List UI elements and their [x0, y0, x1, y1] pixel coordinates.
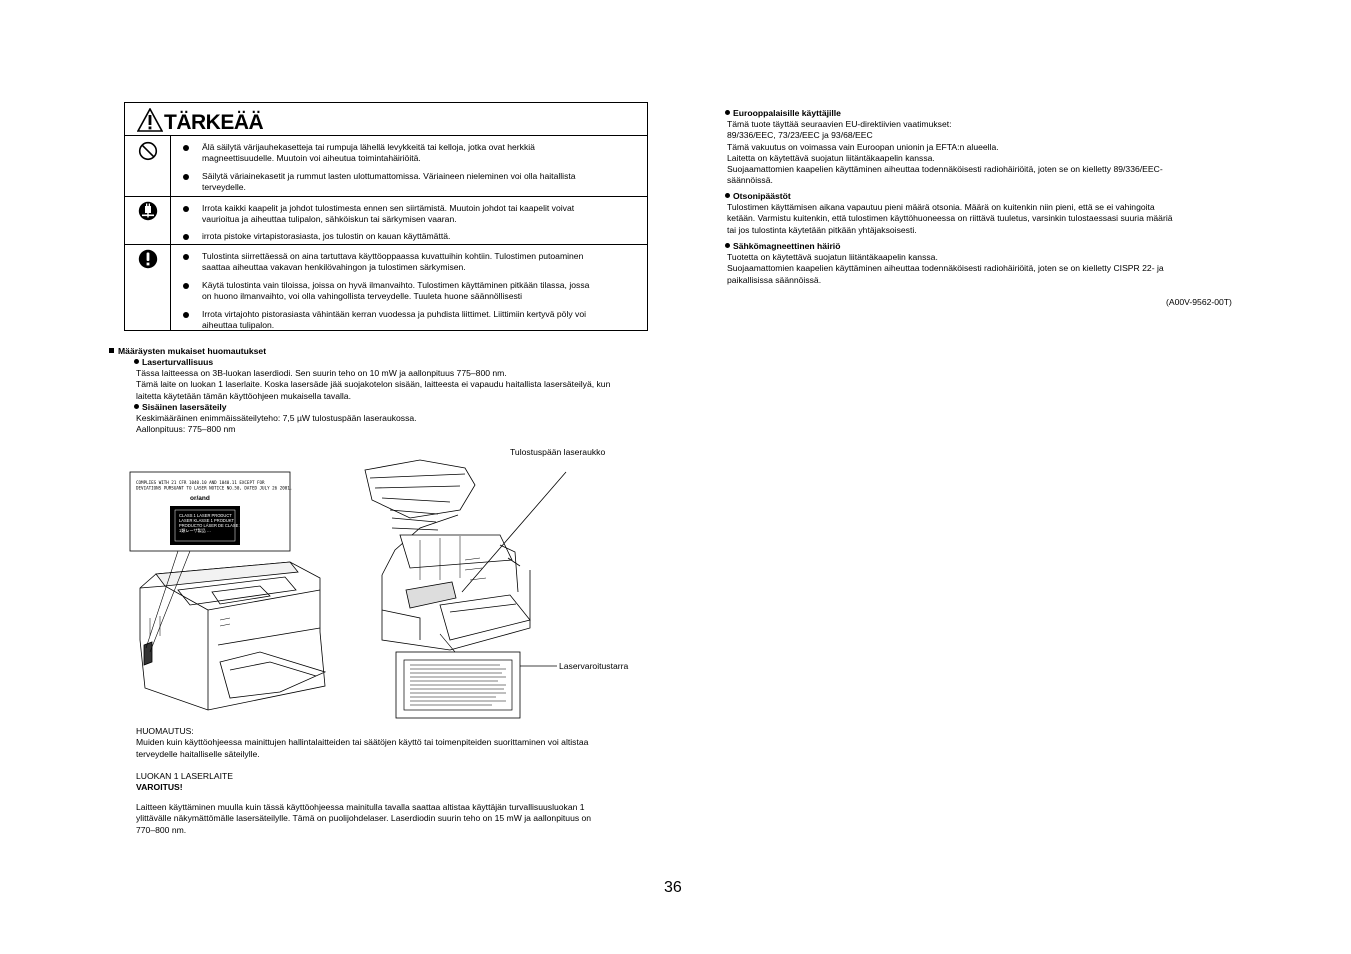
internal-radiation-heading: Sisäinen lasersäteily — [134, 402, 227, 413]
note-heading: HUOMAUTUS: — [136, 726, 194, 736]
warning-text-line: terveydelle. — [202, 182, 246, 193]
compliance-label: COMPLIES WITH 21 CFR 1040.10 AND 1040.11… — [129, 471, 292, 653]
warning-text-line: aiheuttaa tulipalon. — [202, 320, 275, 331]
warning-text-line: Tulostinta siirrettäessä on aina tartutt… — [202, 251, 584, 261]
warning-title: TÄRKEÄÄ — [164, 111, 264, 134]
class1-warning-label: VAROITUS! — [136, 782, 183, 793]
class1-text: Laitteen käyttäminen muulla kuin tässä k… — [136, 802, 592, 835]
warning-item: Säilytä väriainekasetit ja rummut lasten… — [183, 171, 633, 194]
no-symbol-icon — [138, 141, 158, 161]
document-code: (A00V-9562-00T) — [1166, 297, 1232, 307]
class-text-line: PRODUCTO LÁSER DE CLASE 1 — [179, 523, 242, 528]
class-text-line: CLASS 1 LASER PRODUCT — [179, 513, 232, 518]
comply-text-line: DEVIATIONS PURSUANT TO LASER NOTICE NO.5… — [136, 486, 292, 491]
warning-text-line: irrota pistoke virtapistorasiasta, jos t… — [202, 231, 451, 241]
warning-item: Käytä tulostinta vain tiloissa, joissa o… — [183, 280, 633, 303]
warning-text-line: Irrota virtajohto pistorasiasta vähintää… — [202, 309, 587, 319]
warning-icon-cell — [125, 197, 171, 244]
page-number: 36 — [664, 879, 682, 896]
warning-item: Irrota kaikki kaapelit ja johdot tulosti… — [183, 203, 633, 226]
regulations-heading: Määräysten mukaiset huomautukset — [109, 346, 266, 357]
warning-text-line: saattaa aiheuttaa vakavan henkilövahingo… — [202, 262, 466, 273]
warning-row-handling: Tulostinta siirrettäessä on aina tartutt… — [125, 245, 647, 331]
unplug-icon — [138, 201, 158, 221]
emc-text: Tuotetta on käytettävä suojatun liitäntä… — [727, 252, 1164, 285]
warning-text-line: Käytä tulostinta vain tiloissa, joissa o… — [202, 280, 590, 290]
warning-text-line: on huono ilmanvaihto, voi olla vahingoll… — [202, 291, 523, 302]
warning-text-line: Älä säilytä värijauhekasetteja tai rumpu… — [202, 142, 535, 152]
comply-text-line: COMPLIES WITH 21 CFR 1040.10 AND 1040.11… — [136, 480, 265, 485]
warning-icon-cell — [125, 136, 171, 196]
or-and-text: or/and — [190, 495, 210, 502]
warning-icon-cell — [125, 245, 171, 331]
warning-text-line: vaurioitua ja aiheuttaa tulipalon, sähkö… — [202, 214, 457, 225]
warning-text-line: magneettisuudelle. Muutoin voi aiheutua … — [202, 153, 421, 164]
laser-safety-text: Tässa laitteessa on 3B-luokan laserdiodi… — [136, 368, 611, 401]
aperture-callout: Tulostuspään laseraukko — [510, 447, 605, 457]
printer-line-drawing: COMPLIES WITH 21 CFR 1040.10 AND 1040.11… — [129, 447, 628, 719]
eu-text: Tämä tuote täyttää seuraavien EU-direkti… — [727, 119, 1163, 186]
class-text-line: LASER KLASSE 1 PRODUKT — [179, 518, 235, 523]
label-callout: Laservaroitustarra — [559, 661, 628, 671]
warning-item: Irrota virtajohto pistorasiasta vähintää… — [183, 309, 633, 332]
ozone-heading: Otsonipäästöt — [725, 191, 791, 202]
internal-radiation-text: Keskimääräinen enimmäissäteilyteho: 7,5 … — [136, 413, 417, 435]
warning-header: TÄRKEÄÄ — [125, 103, 647, 136]
warning-item: irrota pistoke virtapistorasiasta, jos t… — [183, 231, 633, 242]
emc-heading: Sähkömagneettinen häiriö — [725, 241, 840, 252]
laser-warning-label — [395, 633, 557, 719]
warning-item: Tulostinta siirrettäessä on aina tartutt… — [183, 251, 633, 274]
warning-table: TÄRKEÄÄ Älä säilytä värijauhekasetteja t… — [124, 102, 648, 331]
printer-illustration: COMPLIES WITH 21 CFR 1040.10 AND 1040.11… — [120, 440, 680, 730]
warning-text-line: Säilytä väriainekasetit ja rummut lasten… — [202, 171, 576, 181]
warning-triangle-icon — [137, 108, 163, 132]
warning-row-storage: Älä säilytä värijauhekasetteja tai rumpu… — [125, 136, 647, 197]
warning-row-cables: Irrota kaikki kaapelit ja johdot tulosti… — [125, 197, 647, 245]
exclamation-icon — [138, 249, 158, 269]
warning-item: Älä säilytä värijauhekasetteja tai rumpu… — [183, 142, 633, 165]
ozone-text: Tulostimen käyttämisen aikana vapautuu p… — [727, 202, 1173, 235]
class-text-line: 1類レーザ製品 … — [179, 527, 211, 533]
laser-safety-heading: Laserturvallisuus — [134, 357, 213, 368]
class1-heading: LUOKAN 1 LASERLAITE — [136, 771, 233, 781]
class1-section: LUOKAN 1 LASERLAITE VAROITUS! — [136, 771, 233, 794]
warning-text-line: Irrota kaikki kaapelit ja johdot tulosti… — [202, 203, 575, 213]
note-section: HUOMAUTUS: Muiden kuin käyttöohjeessa ma… — [136, 726, 589, 759]
eu-heading: Eurooppalaisille käyttäjille — [725, 108, 841, 119]
